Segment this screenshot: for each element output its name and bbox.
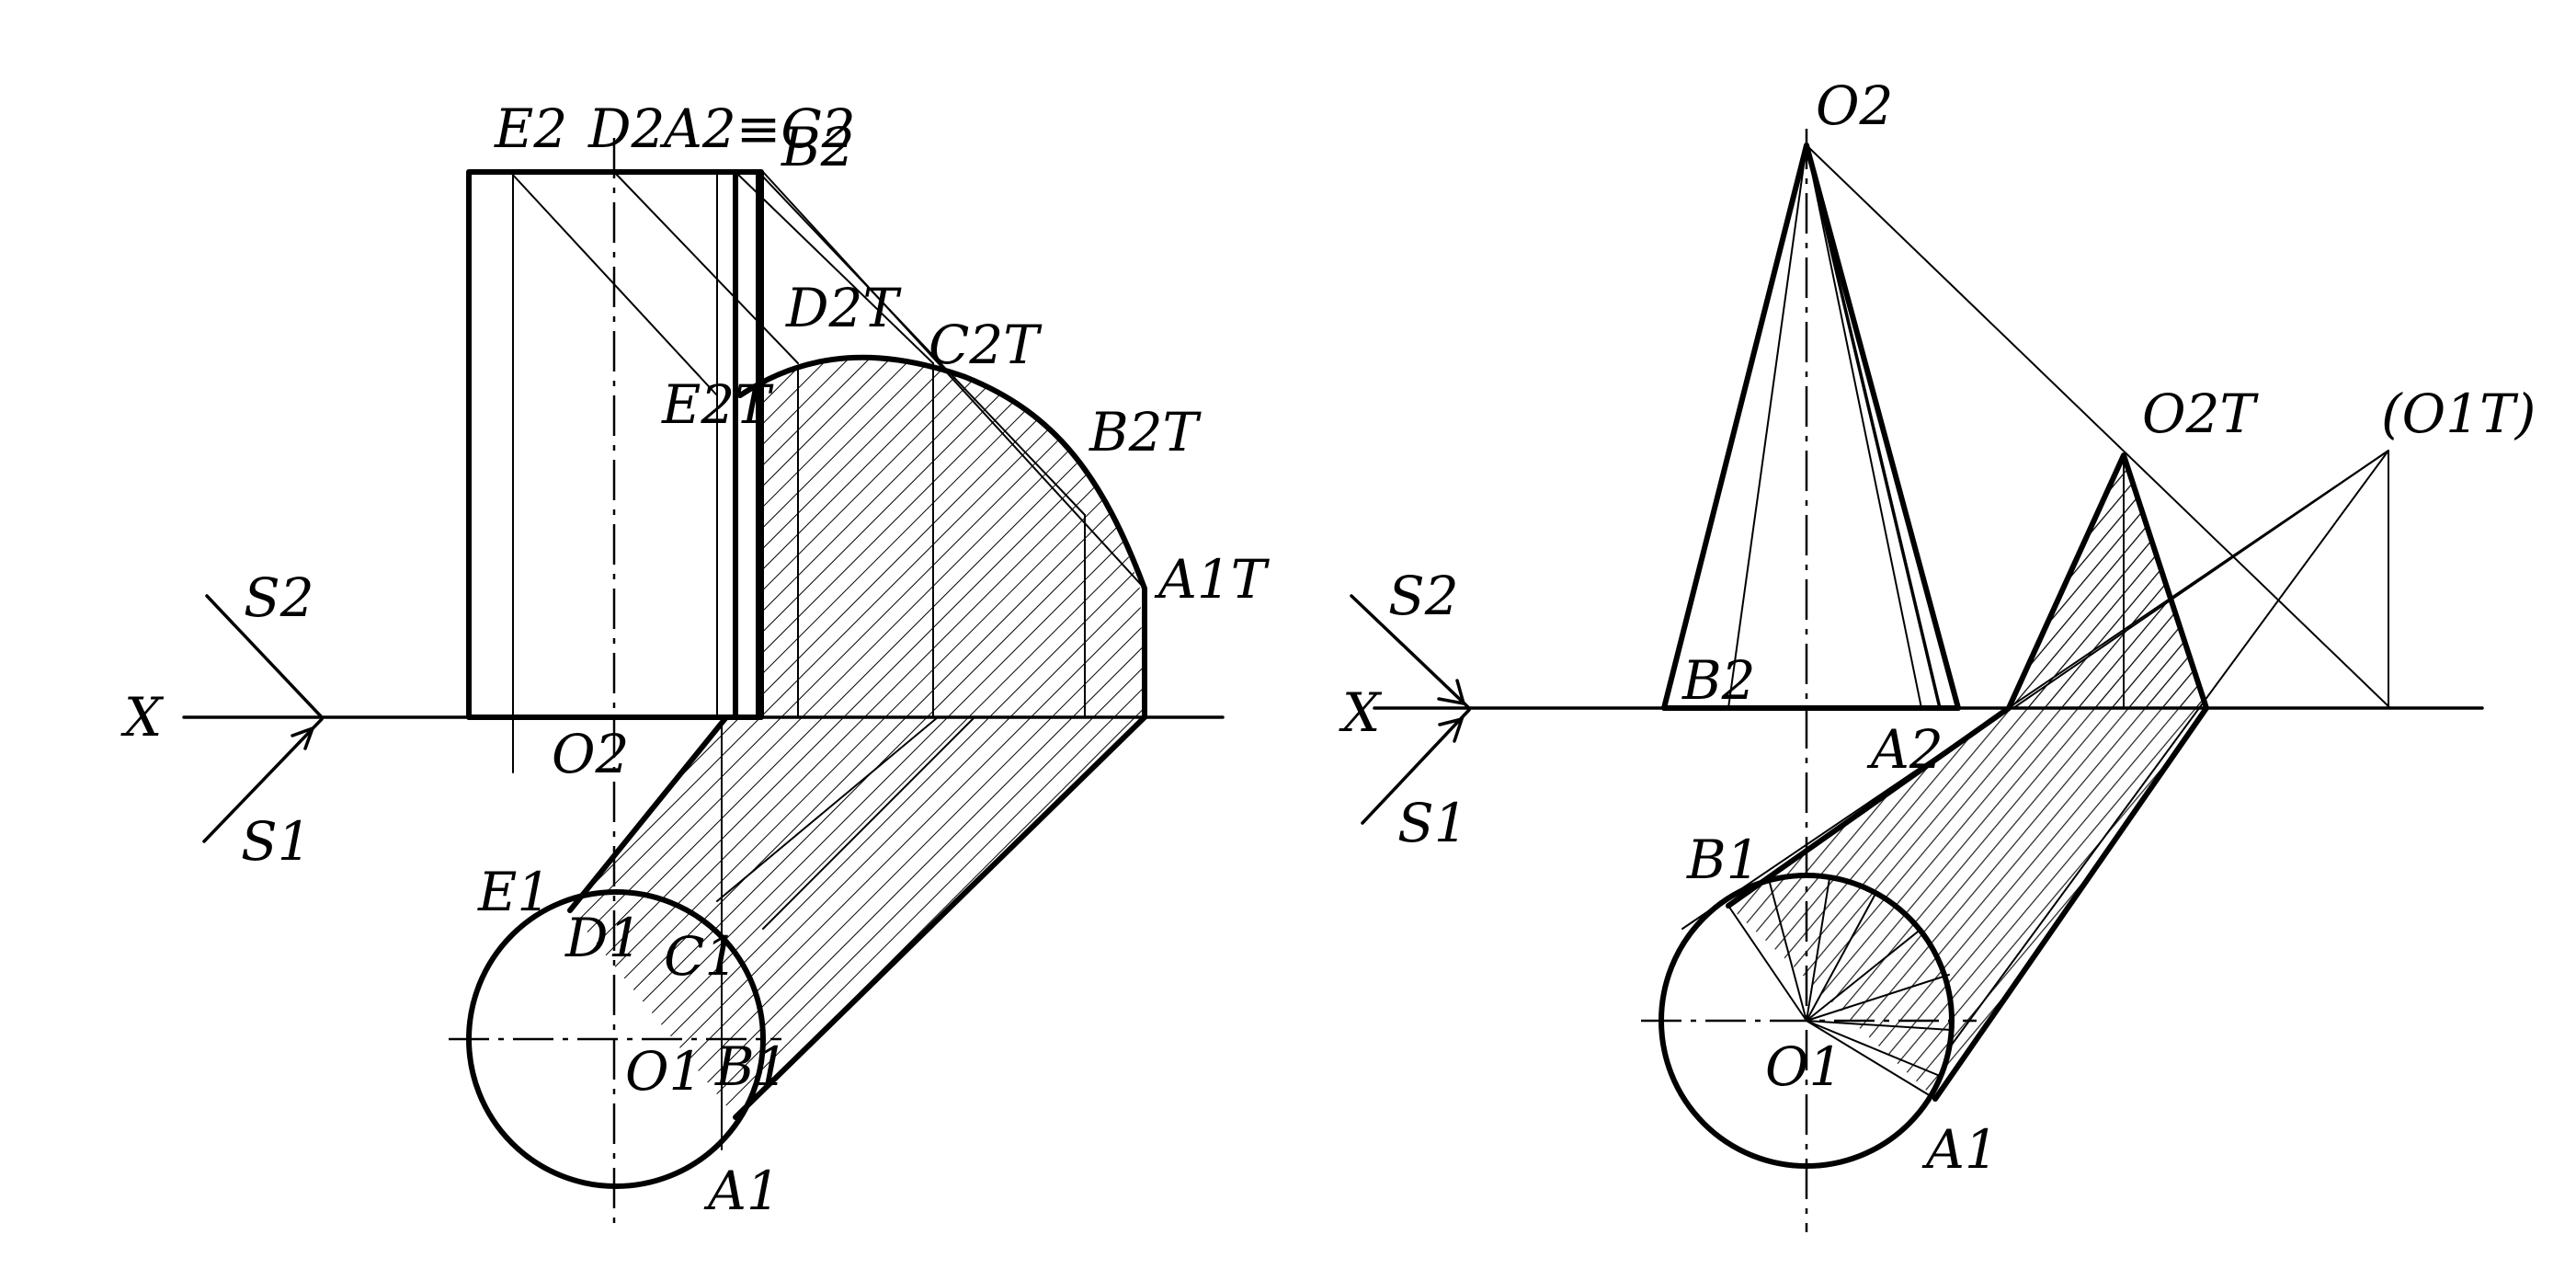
shadow-tangent-bottom xyxy=(733,715,1147,1120)
cone-shadow-tangent-top xyxy=(1726,705,2012,909)
s1-arrow-left xyxy=(202,717,324,843)
label-e1: E1 xyxy=(477,861,551,923)
label-o1-left: O1 xyxy=(625,1040,702,1103)
cone-frontal-outline xyxy=(1661,143,1961,711)
cone-gen-2 xyxy=(1806,144,1922,709)
label-a2-c2: A2≡C2 xyxy=(659,97,856,160)
s1-arrow-right xyxy=(1361,708,1471,825)
cone-shadow-horizontal xyxy=(1728,708,2206,1099)
label-o2t: O2T xyxy=(2142,383,2259,445)
label-b2: B2 xyxy=(781,116,855,178)
ray-a xyxy=(762,171,1146,589)
shadow-tangent-top xyxy=(567,715,729,913)
label-a2-right: A2 xyxy=(1866,718,1943,781)
ray-o1t-3 xyxy=(2012,450,2389,709)
shadow-h-gen-2 xyxy=(762,716,975,930)
label-b2t: B2T xyxy=(1089,401,1203,463)
label-o1-right: O1 xyxy=(1765,1035,1842,1098)
shadow-outline xyxy=(737,354,1147,591)
s2-arrowhead-right xyxy=(1437,679,1466,706)
label-x-left: X xyxy=(120,686,165,749)
label-a1-left: A1 xyxy=(703,1160,781,1222)
s1-arrowhead-right xyxy=(1438,716,1465,743)
label-b1-right: B1 xyxy=(1686,829,1761,891)
cone-gen-1 xyxy=(1727,144,1807,709)
ray-b xyxy=(758,171,1086,516)
cone-gen-3 xyxy=(1805,143,1942,710)
cone-figure: O2 O2T (O1T) S2 S1 X B2 A2 B1 O1 A1 xyxy=(1339,74,2536,1232)
cone-shadow-tangent-bottom xyxy=(1932,705,2209,1102)
ray-e xyxy=(509,171,718,396)
label-o1t: (O1T) xyxy=(2381,383,2536,445)
label-s1-left: S1 xyxy=(241,810,312,873)
ray-o2 xyxy=(1806,144,2391,709)
shadow-frontal-hatched xyxy=(761,356,1145,717)
label-c2t: C2T xyxy=(929,314,1043,376)
label-s2-left: S2 xyxy=(244,566,314,629)
label-c1: C1 xyxy=(664,925,738,988)
ray-c xyxy=(735,171,934,364)
label-x-right: X xyxy=(1339,681,1383,744)
s1-arrowhead-left xyxy=(291,726,315,750)
cone-shadow-frontal xyxy=(2009,455,2206,708)
label-a1t: A1T xyxy=(1154,548,1271,611)
cylinder-figure: E2 D2 A2≡C2 B2 D2T C2T E2T B2T A1T S2 S1… xyxy=(120,97,1271,1223)
label-b2-right: B2 xyxy=(1681,649,1756,712)
label-s1-right: S1 xyxy=(1397,792,1468,854)
shadow-h-gen-1 xyxy=(716,716,939,902)
label-d2: D2 xyxy=(587,97,665,160)
label-d1: D1 xyxy=(564,907,642,969)
label-a1-right: A1 xyxy=(1921,1118,1999,1181)
ray-d xyxy=(613,171,799,364)
label-o2-right: O2 xyxy=(1816,74,1893,137)
label-b1-left: B1 xyxy=(714,1035,789,1098)
s2-arrow-left xyxy=(205,594,324,719)
s2-arrow-right xyxy=(1350,594,1471,710)
label-e2t: E2T xyxy=(661,373,774,436)
cone-fan-lines xyxy=(1727,877,1952,1100)
shadow-horizontal-hatched xyxy=(570,717,1145,1117)
label-e2: E2 xyxy=(494,97,567,160)
label-s2-right: S2 xyxy=(1388,565,1459,627)
label-d2t: D2T xyxy=(785,277,902,339)
label-o2-left: O2 xyxy=(552,723,629,785)
